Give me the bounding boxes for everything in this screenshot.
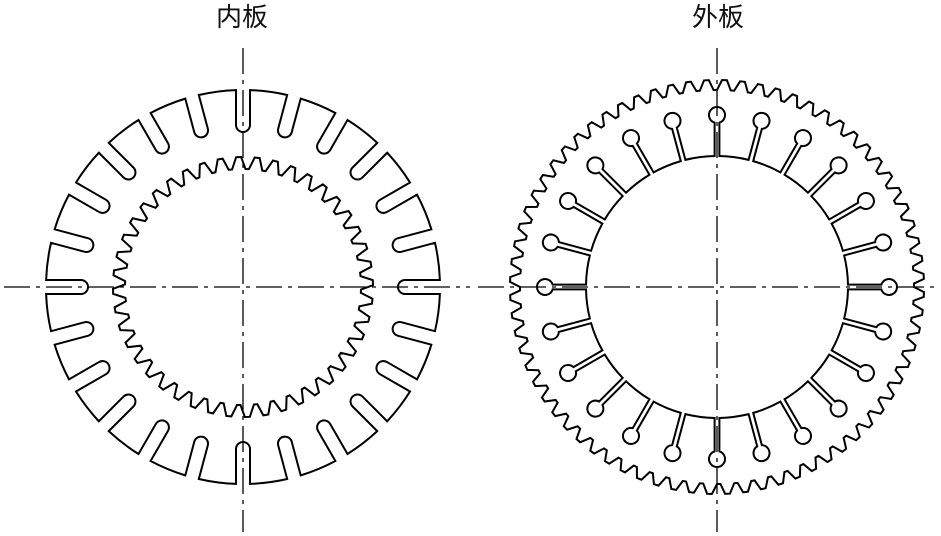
inner-plate-toothed-inner-edge bbox=[113, 157, 373, 417]
inner-plate-drawing bbox=[4, 48, 470, 532]
inner-plate-slotted-outer-edge bbox=[46, 90, 440, 484]
outer-plate-keyhole-inner-edge bbox=[537, 107, 897, 467]
inner-plate-label: 内板 bbox=[215, 3, 268, 33]
outer-plate-drawing bbox=[478, 48, 937, 532]
outer-plate-label: 外板 bbox=[691, 3, 744, 33]
